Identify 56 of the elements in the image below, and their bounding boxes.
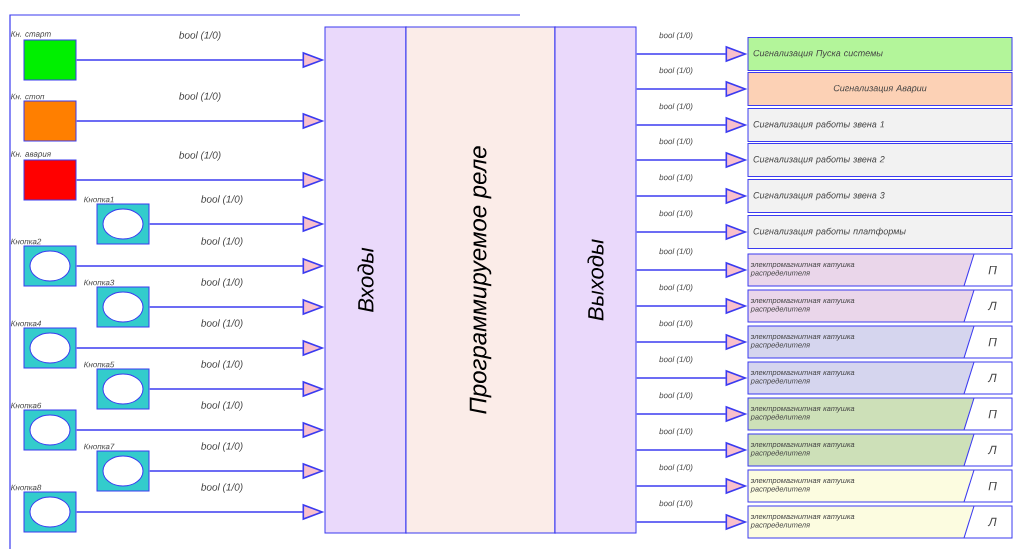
node-label: Кн. стоп	[10, 93, 45, 100]
edge-label: bool (1/0)	[199, 318, 245, 330]
push-button: Кнопка1	[83, 196, 150, 245]
square-button: Кн. авария	[10, 151, 77, 201]
edge-label: bool (1/0)	[658, 173, 694, 183]
edge-label: bool (1/0)	[658, 102, 694, 112]
square-button: Кн. стоп	[10, 93, 77, 142]
edge-label: bool (1/0)	[658, 247, 694, 257]
edge-label: bool (1/0)	[199, 359, 245, 371]
edge-label: bool (1/0)	[177, 150, 223, 162]
signal-box: Сигнализация Аварии	[747, 72, 1013, 106]
push-button: Кнопка2	[10, 238, 77, 287]
relay-block: Программируемое реле	[405, 26, 556, 534]
edge-label: bool (1/0)	[199, 400, 245, 412]
edge-label: bool (1/0)	[199, 277, 245, 289]
column-box: Выходы	[554, 26, 637, 534]
signal-box: Сигнализация работы платформы	[747, 215, 1013, 249]
node-label: Кнопка3	[83, 279, 115, 286]
edge-label: bool (1/0)	[658, 499, 694, 509]
edge-label: bool (1/0)	[658, 319, 694, 329]
edge-label: bool (1/0)	[658, 31, 694, 41]
edge-label: bool (1/0)	[199, 236, 245, 248]
edge-label: bool (1/0)	[658, 66, 694, 76]
edge-label: bool (1/0)	[658, 391, 694, 401]
signal-box: Сигнализация работы звена 2	[747, 143, 1013, 177]
edge-label: bool (1/0)	[658, 137, 694, 147]
push-button: Кнопка7	[83, 443, 150, 492]
node-label: Кнопка6	[10, 402, 42, 409]
edge-label: bool (1/0)	[199, 194, 245, 206]
edge-label: bool (1/0)	[199, 482, 245, 494]
edge-label: bool (1/0)	[658, 463, 694, 473]
signal-box: Сигнализация работы звена 3	[747, 179, 1013, 213]
edge-label: bool (1/0)	[177, 30, 223, 42]
edge-label: bool (1/0)	[658, 355, 694, 365]
node-label: Кнопка7	[83, 443, 115, 450]
node-label: Кн. авария	[10, 151, 51, 159]
node-label: Кнопка4	[10, 320, 42, 327]
push-button: Кнопка5	[83, 361, 150, 410]
edge-label: bool (1/0)	[199, 441, 245, 453]
edge-label: bool (1/0)	[658, 283, 694, 293]
edge-label: bool (1/0)	[177, 91, 223, 103]
node-label: Кнопка5	[83, 361, 115, 368]
signal-box: Сигнализация работы звена 1	[747, 108, 1013, 142]
edge-label: bool (1/0)	[658, 427, 694, 437]
push-button: Кнопка6	[10, 402, 77, 451]
node-label: Кн. старт	[10, 31, 51, 39]
signal-box: Сигнализация Пуска системы	[747, 37, 1013, 71]
push-button: Кнопка4	[10, 320, 77, 369]
edge-label: bool (1/0)	[658, 209, 694, 219]
node-label: Кнопка2	[10, 238, 42, 245]
square-button: Кн. старт	[10, 31, 77, 81]
push-button: Кнопка3	[83, 279, 150, 328]
node-label: Кнопка8	[10, 484, 42, 491]
push-button: Кнопка8	[10, 484, 77, 533]
node-label: Кнопка1	[83, 196, 114, 203]
column-box: Входы	[324, 26, 407, 534]
